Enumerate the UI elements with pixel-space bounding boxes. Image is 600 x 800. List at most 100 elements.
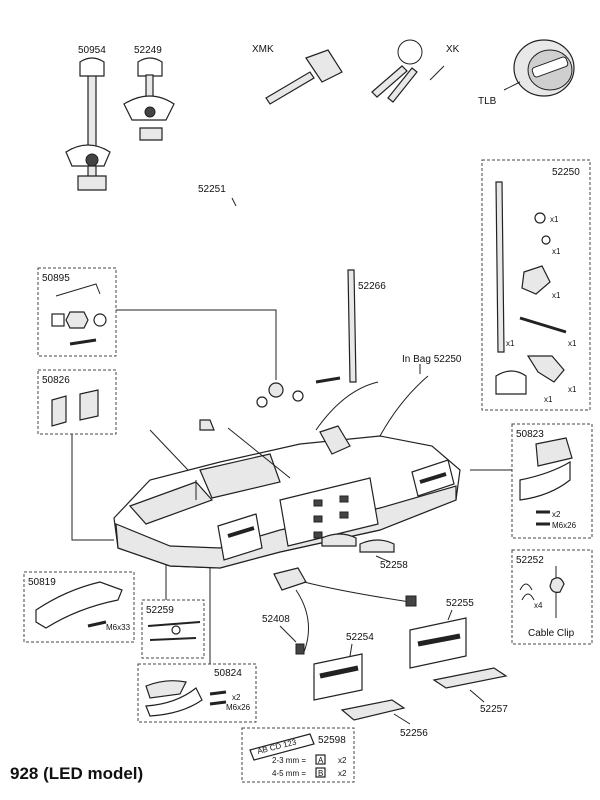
row-4-5mm: 4-5 mm = (272, 769, 306, 778)
qty-washer: x1 (552, 247, 561, 256)
label-50826: 50826 (42, 375, 70, 386)
washer-on-frame (256, 396, 268, 408)
label-52266: 52266 (358, 281, 386, 292)
box-52252 (511, 549, 593, 645)
box-50824 (137, 663, 257, 723)
bolt-50895 (69, 338, 97, 346)
clip-1 (519, 583, 533, 591)
spacer (51, 313, 65, 327)
washer-on-frame-2 (292, 390, 304, 402)
box-a-label: A (318, 756, 324, 765)
bike-holder-52249 (123, 57, 175, 141)
key-xmk (265, 49, 343, 105)
bracket-bottom (519, 460, 571, 501)
box-52250 (481, 159, 591, 411)
washer (541, 235, 551, 245)
bolt-size-50823: M6x26 (552, 521, 577, 530)
model-title: 928 (LED model) (10, 764, 144, 783)
qty-bolt: x1 (568, 339, 577, 348)
row-2-3mm: 2-3 mm = (272, 756, 306, 765)
label-50954: 50954 (78, 45, 106, 56)
plug (273, 567, 307, 591)
label-52251: 52251 (198, 184, 226, 195)
cap-right (79, 389, 99, 421)
knob-nut (65, 311, 89, 329)
cap-left (51, 395, 67, 427)
long-bolt (519, 316, 567, 334)
label-52250: 52250 (552, 167, 580, 178)
label-52598: 52598 (318, 735, 346, 746)
allen-key (55, 283, 101, 297)
label-52408: 52408 (262, 614, 290, 625)
nut (534, 212, 546, 224)
light-base-52256 (340, 699, 406, 721)
label-52256: 52256 (400, 728, 428, 739)
qty-a: x2 (338, 756, 347, 765)
clip-2 (521, 593, 535, 601)
box-a (315, 754, 326, 765)
qty-clamp: x1 (552, 291, 561, 300)
qty-b: x2 (338, 769, 347, 778)
box-50895 (37, 267, 117, 357)
foot-pad-1 (321, 533, 357, 547)
knob-on-frame (268, 382, 284, 398)
cap-50824-top (145, 680, 187, 699)
qty-50823: x2 (552, 510, 561, 519)
qty-50824: x2 (232, 693, 241, 702)
box-50819 (23, 571, 135, 643)
rear-light-52254 (313, 653, 363, 701)
leader-50895 (116, 309, 277, 380)
box-52598 (241, 727, 355, 783)
label-50823: 50823 (516, 429, 544, 440)
box-b-label: B (318, 769, 323, 778)
label-52252: 52252 (516, 555, 544, 566)
foot-pad-2 (359, 539, 395, 553)
label-52255: 52255 (446, 598, 474, 609)
cap-50824-bottom (145, 687, 203, 717)
light-base-52257 (432, 667, 508, 689)
box-50823 (511, 423, 593, 539)
label-50824: 50824 (214, 668, 242, 679)
qty-clip: x4 (534, 601, 543, 610)
label-tlb: TLB (478, 96, 497, 107)
label-50819: 50819 (28, 577, 56, 588)
label-xk: XK (446, 44, 460, 55)
box-50826 (37, 369, 117, 435)
label-in-bag: In Bag 52250 (402, 354, 462, 365)
qty-nut: x1 (550, 215, 559, 224)
bike-holder-50954 (65, 57, 111, 191)
clamp-part (521, 265, 551, 295)
carrier-body (113, 375, 461, 569)
washer-50895 (93, 313, 107, 327)
bolt-size-50824: M6x26 (226, 703, 251, 712)
label-xmk: XMK (252, 44, 274, 55)
label-52249: 52249 (134, 45, 162, 56)
label-50895: 50895 (42, 273, 70, 284)
label-52258: 52258 (380, 560, 408, 571)
frame-inner (167, 196, 309, 441)
box-52259 (141, 599, 205, 659)
label-52254: 52254 (346, 632, 374, 643)
strap-part (495, 181, 505, 353)
qty-endcap: x1 (544, 395, 553, 404)
buckle-part (526, 355, 565, 383)
bolt-on-frame (315, 376, 341, 384)
box-b (315, 767, 326, 778)
label-52257: 52257 (480, 704, 508, 715)
frame-outer (169, 199, 307, 441)
number-plate (249, 733, 315, 761)
bolt-size-50819: M6x33 (106, 623, 131, 632)
key-xk (371, 39, 423, 103)
lock-cylinder-tlb (513, 39, 575, 97)
qty-strap: x1 (506, 339, 515, 348)
bracket-top (535, 437, 573, 467)
label-cable-clip: Cable Clip (528, 628, 575, 639)
qty-buckle: x1 (568, 385, 577, 394)
cover-50819 (35, 581, 123, 629)
label-52259: 52259 (146, 605, 174, 616)
strap-52266 (347, 269, 357, 383)
leader-50826 (71, 434, 114, 541)
rear-light-52255 (409, 617, 467, 669)
cable-harness (303, 581, 411, 603)
